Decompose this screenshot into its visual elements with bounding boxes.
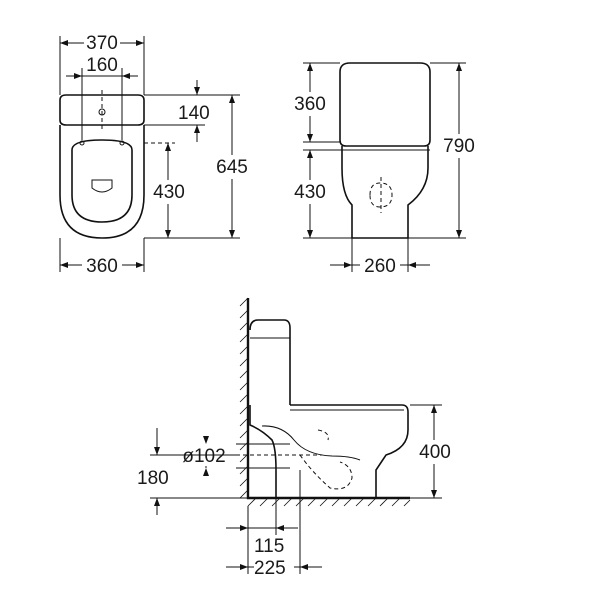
side-view-tank-outline bbox=[249, 319, 291, 405]
top-view-inlet-left bbox=[79, 140, 85, 146]
top-view-tank-outline bbox=[59, 94, 145, 126]
dim-side-rim-400-label: 400 bbox=[419, 442, 451, 463]
front-view-pan-outline bbox=[341, 146, 429, 239]
dim-front-foot-260-label: 260 bbox=[364, 256, 396, 277]
dim-side-outlet-height-180-label: 180 bbox=[137, 468, 169, 489]
wall-hatching bbox=[239, 297, 249, 499]
dim-top-tank-140-label: 140 bbox=[178, 103, 210, 124]
dim-front-tank-360: 360 bbox=[287, 62, 340, 143]
top-view-seat-outline bbox=[71, 139, 133, 223]
dim-side-offset-115-label: 115 bbox=[254, 536, 284, 557]
dim-top-width-370-label: 370 bbox=[86, 33, 118, 54]
dim-top-tank-140: 140 bbox=[144, 80, 210, 142]
dim-side-offset-225: 225 bbox=[226, 470, 322, 579]
front-view-trap-outline bbox=[369, 177, 393, 213]
side-view-channel bbox=[261, 425, 361, 461]
dim-top-bottom-360: 360 bbox=[59, 238, 145, 277]
top-view-centerline bbox=[101, 90, 175, 144]
dim-top-inlets-160-label: 160 bbox=[86, 55, 118, 76]
dim-front-total-790: 790 bbox=[408, 62, 482, 239]
dim-front-tank-360-label: 360 bbox=[294, 94, 326, 115]
top-view-bowl-outline bbox=[59, 125, 145, 239]
dim-top-bottom-360-label: 360 bbox=[86, 256, 118, 277]
dim-side-rim-400: 400 bbox=[410, 404, 458, 499]
dim-top-total-645-label: 645 bbox=[216, 157, 248, 178]
top-view-seat-mark bbox=[91, 179, 113, 193]
top-view: 370 160 140 645 430 bbox=[59, 32, 254, 277]
front-view: 360 430 790 260 bbox=[287, 62, 482, 277]
side-view-pan-outline bbox=[249, 404, 409, 498]
front-view-tank-outline bbox=[339, 62, 431, 147]
dim-front-total-790-label: 790 bbox=[443, 136, 475, 157]
side-view-trap bbox=[299, 429, 353, 490]
dim-side-outlet-102-label: ø102 bbox=[182, 446, 225, 467]
dim-top-pan-430-label: 430 bbox=[153, 182, 185, 203]
dim-side-offset-225-label: 225 bbox=[254, 558, 286, 579]
dim-top-width-370: 370 bbox=[59, 32, 145, 95]
side-view-wall bbox=[239, 297, 411, 507]
dim-front-pan-430-label: 430 bbox=[294, 182, 326, 203]
dim-top-inlets-160: 160 bbox=[66, 55, 138, 140]
dim-top-total-645: 645 bbox=[144, 94, 254, 239]
dim-side-offset-115: 115 bbox=[226, 498, 298, 557]
side-view: ø102 180 400 115 225 bbox=[137, 297, 458, 579]
dim-side-outlet-height-180: 180 bbox=[137, 428, 248, 515]
top-view-inlet-right bbox=[119, 140, 125, 146]
dim-top-pan-430: 430 bbox=[144, 143, 190, 239]
dim-front-pan-430: 430 bbox=[287, 149, 352, 239]
dim-front-foot-260: 260 bbox=[330, 238, 430, 277]
